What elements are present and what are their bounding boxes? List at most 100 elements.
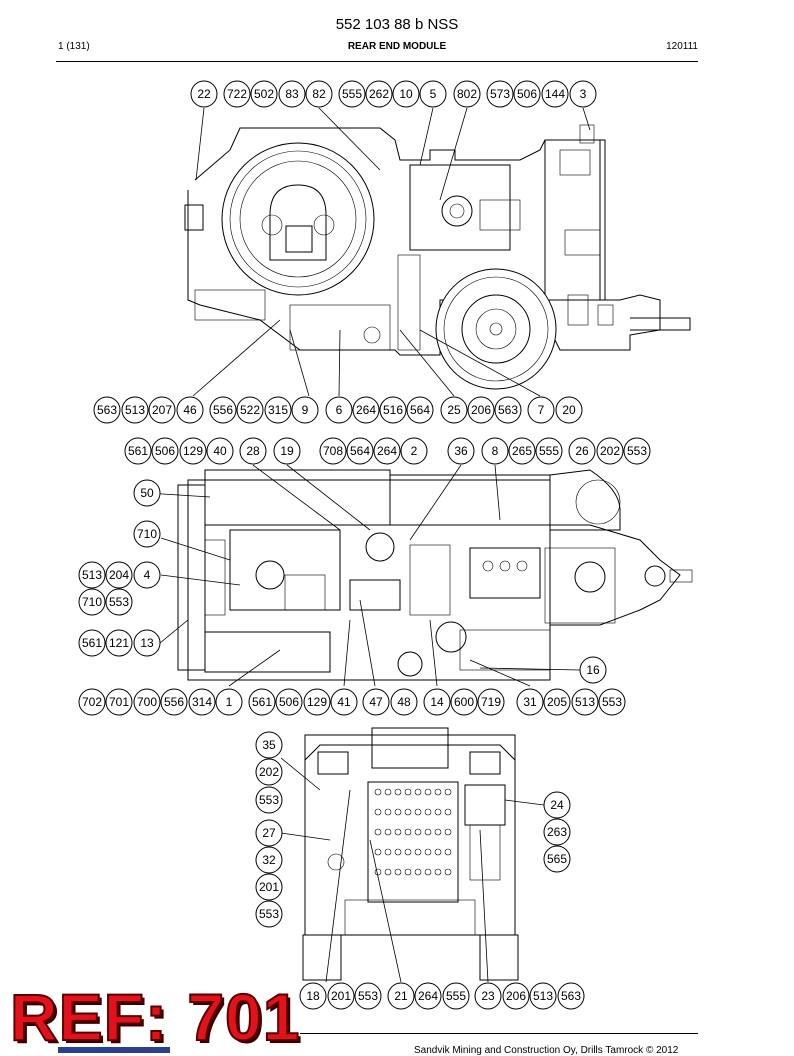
callout-label: 506 xyxy=(517,87,537,101)
callout-label: 553 xyxy=(358,989,378,1003)
callouts-rear-view-left: 35 202 553 27 32 201 553 xyxy=(255,731,283,928)
callout-label: 563 xyxy=(498,403,518,417)
callouts-side-bottom: 563 513 207 46 556 522 315 9 6 264 516 5… xyxy=(93,396,583,424)
callout-label: 1 xyxy=(226,695,233,709)
callout-label: 513 xyxy=(125,403,145,417)
callout-label: 502 xyxy=(254,87,274,101)
callout-label: 129 xyxy=(307,695,327,709)
callout-label: 6 xyxy=(336,403,343,417)
doc-number: 552 103 88 b NSS xyxy=(335,16,459,33)
callout-label: 564 xyxy=(350,444,370,458)
callout-label: 14 xyxy=(430,695,444,709)
callout-label: 27 xyxy=(262,826,276,840)
callout-label: 563 xyxy=(561,989,581,1003)
callout-label: 5 xyxy=(430,87,437,101)
callout-label: 36 xyxy=(454,444,468,458)
callout-label: 314 xyxy=(192,695,212,709)
rear-view-drawing xyxy=(302,727,519,981)
callout-label: 144 xyxy=(545,87,565,101)
callout-label: 207 xyxy=(152,403,172,417)
callout-label: 10 xyxy=(399,87,413,101)
callout-label: 25 xyxy=(447,403,461,417)
callout-label: 46 xyxy=(183,403,197,417)
callout-label: 82 xyxy=(312,87,326,101)
callout-label: 201 xyxy=(259,880,279,894)
callout-label: 555 xyxy=(539,444,559,458)
callout-label: 47 xyxy=(369,695,383,709)
callout-label: 35 xyxy=(262,738,276,752)
callout-label: 722 xyxy=(227,87,247,101)
callout-label: 264 xyxy=(418,989,438,1003)
callout-label: 553 xyxy=(259,907,279,921)
callout-label: 516 xyxy=(383,403,403,417)
callout-label: 206 xyxy=(506,989,526,1003)
callout-label: 19 xyxy=(280,444,294,458)
callout-label: 708 xyxy=(323,444,343,458)
callout-label: 719 xyxy=(481,695,501,709)
callout-label: 20 xyxy=(562,403,576,417)
page-indicator: 1 (131) xyxy=(58,41,90,52)
callout-label: 710 xyxy=(137,527,157,541)
doc-date: 120111 xyxy=(666,41,698,52)
top-view-drawing xyxy=(177,469,693,681)
callout-label: 264 xyxy=(377,444,397,458)
callout-label: 202 xyxy=(600,444,620,458)
callout-label: 553 xyxy=(627,444,647,458)
callout-label: 26 xyxy=(575,444,589,458)
callout-label: 2 xyxy=(411,444,418,458)
callout-label: 561 xyxy=(252,695,272,709)
callout-label: 700 xyxy=(137,695,157,709)
callout-label: 204 xyxy=(109,568,129,582)
callout-label: 553 xyxy=(602,695,622,709)
callout-label: 563 xyxy=(97,403,117,417)
callout-label: 22 xyxy=(197,87,211,101)
callout-label: 18 xyxy=(306,989,320,1003)
callout-label: 710 xyxy=(82,595,102,609)
callout-label: 513 xyxy=(82,568,102,582)
callout-label: 265 xyxy=(512,444,532,458)
callout-label: 13 xyxy=(140,636,154,650)
callout-label: 600 xyxy=(454,695,474,709)
leader-lines xyxy=(146,107,591,983)
callout-label: 506 xyxy=(279,695,299,709)
callout-label: 40 xyxy=(213,444,227,458)
callout-label: 16 xyxy=(586,663,600,677)
callout-label: 50 xyxy=(140,486,154,500)
callout-label: 8 xyxy=(492,444,499,458)
callout-label: 522 xyxy=(240,403,260,417)
callout-label: 262 xyxy=(369,87,389,101)
module-title: REAR END MODULE xyxy=(347,41,447,52)
callout-label: 555 xyxy=(446,989,466,1003)
callout-label: 31 xyxy=(523,695,537,709)
callout-label: 561 xyxy=(128,444,148,458)
callout-label: 201 xyxy=(331,989,351,1003)
callout-label: 121 xyxy=(109,636,129,650)
callouts-side-top: 22 722 502 83 82 555 262 10 5 802 573 50… xyxy=(190,80,597,108)
callout-label: 555 xyxy=(342,87,362,101)
callout-label: 41 xyxy=(337,695,351,709)
copyright-text: Sandvik Mining and Construction Oy, Dril… xyxy=(414,1045,679,1056)
callout-label: 9 xyxy=(302,403,309,417)
callout-label: 315 xyxy=(268,403,288,417)
callout-label: 3 xyxy=(580,87,587,101)
callout-label: 4 xyxy=(144,568,151,582)
side-view-drawing xyxy=(184,124,691,390)
callout-label: 556 xyxy=(213,403,233,417)
callout-label: 802 xyxy=(457,87,477,101)
header-rule xyxy=(56,61,698,62)
callout-label: 701 xyxy=(109,695,129,709)
callout-label: 7 xyxy=(538,403,545,417)
callout-label: 561 xyxy=(82,636,102,650)
callout-label: 564 xyxy=(410,403,430,417)
callouts-rear-view-bottom: 18 201 553 21 264 555 23 206 513 563 xyxy=(299,982,585,1010)
callout-label: 28 xyxy=(246,444,260,458)
callouts-top-view-left: 50 710 513 204 4 710 553 561 121 13 xyxy=(78,479,161,657)
callouts-top-view-top: 561 506 129 40 28 19 708 564 264 2 36 8 … xyxy=(124,437,651,465)
callout-label: 553 xyxy=(109,595,129,609)
callout-label: 263 xyxy=(547,825,567,839)
callout-label: 205 xyxy=(547,695,567,709)
callout-label: 21 xyxy=(394,989,408,1003)
callout-label: 129 xyxy=(183,444,203,458)
callout-label: 513 xyxy=(575,695,595,709)
